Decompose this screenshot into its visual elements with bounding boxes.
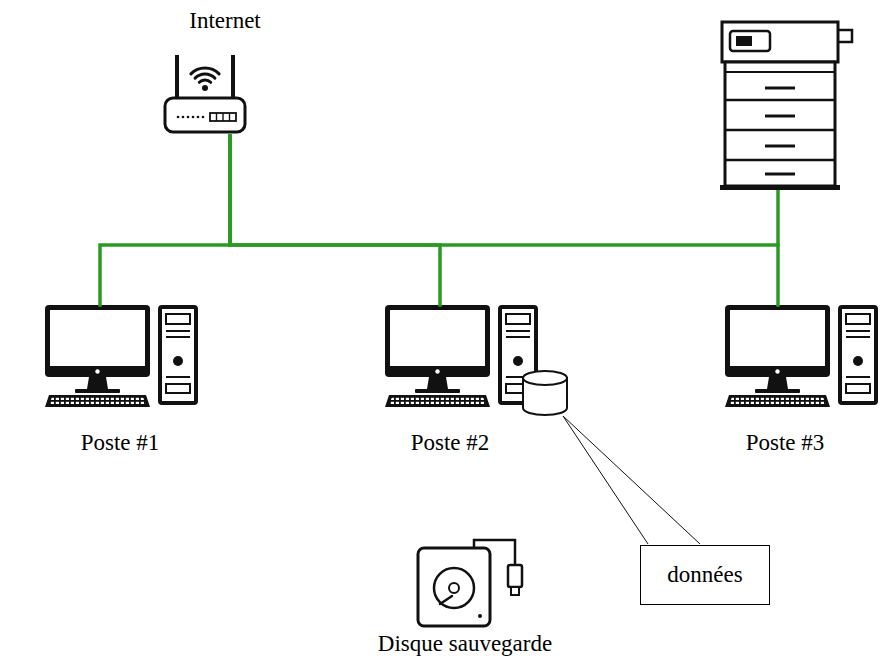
network-cable [100, 136, 230, 305]
backup-disk-node: Disque sauvegarde [360, 540, 570, 656]
computer-icon [725, 305, 876, 407]
computer-node: Poste #3 [720, 305, 850, 455]
node-label: données [667, 562, 742, 587]
printer-icon [720, 22, 852, 190]
router-icon [165, 55, 245, 132]
node-label: Poste #1 [81, 430, 160, 455]
leader-line [563, 416, 648, 544]
printer-wire [776, 190, 780, 247]
leader-line [563, 416, 700, 544]
router-node: Internet [160, 8, 290, 136]
computer-icon [45, 305, 196, 407]
node-label: Poste #2 [411, 430, 490, 455]
callout-box: données [640, 545, 770, 605]
node-label: Disque sauvegarde [378, 631, 552, 656]
data-cylinder [523, 371, 567, 415]
backup-disk-icon [418, 540, 522, 626]
computer-node: Poste #2 [380, 305, 520, 455]
network-cable [230, 136, 778, 305]
node-label: Poste #3 [746, 430, 825, 455]
computer-icon [385, 305, 536, 407]
network-cable [230, 136, 440, 305]
node-label: Internet [189, 8, 261, 33]
computer-node: Poste #1 [40, 305, 200, 455]
